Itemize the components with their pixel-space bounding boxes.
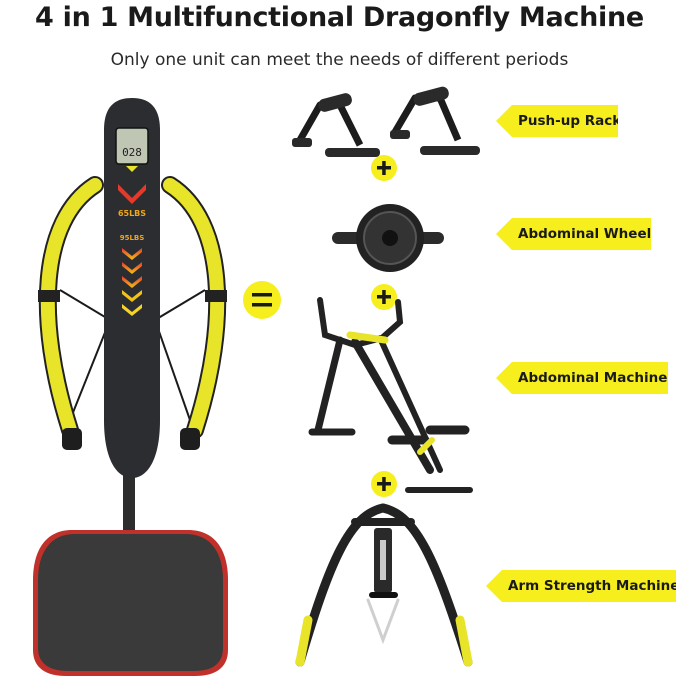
brand-chevron-icon xyxy=(118,184,146,204)
equals-icon xyxy=(243,281,281,319)
plus-icon xyxy=(371,155,397,181)
arm-strength-machine-label: Arm Strength Machine xyxy=(486,570,676,602)
abdominal-machine-image xyxy=(308,297,473,493)
right-foam-arm xyxy=(161,176,227,450)
pushup-rack-right xyxy=(390,86,480,155)
abdominal-machine-label: Abdominal Machine xyxy=(496,362,668,394)
weight-marking-95: 95LBS xyxy=(120,234,145,242)
pushup-rack-left xyxy=(292,93,380,157)
device-stem xyxy=(123,470,135,530)
pushup-rack-label: Push-up Rack xyxy=(496,105,618,137)
plus-icon xyxy=(371,471,397,497)
abdominal-wheel-image xyxy=(332,204,444,272)
lcd-display: 028 xyxy=(115,127,149,172)
base-pad xyxy=(33,530,228,676)
arm-strength-machine-image xyxy=(295,503,473,667)
page-subtitle: Only one unit can meet the needs of diff… xyxy=(110,50,569,70)
dragonfly-machine: 028 65LBS 95LBS xyxy=(33,98,228,676)
abdominal-wheel-label: Abdominal Wheel xyxy=(496,218,651,250)
weight-marking-65: 65LBS xyxy=(118,209,146,218)
page-title: 4 in 1 Multifunctional Dragonfly Machine xyxy=(35,2,644,33)
lcd-digits: 028 xyxy=(122,146,142,159)
left-foam-arm xyxy=(38,176,104,450)
pushup-racks-image xyxy=(292,86,480,157)
plus-icon xyxy=(371,284,397,310)
resistance-arrows xyxy=(122,248,142,316)
lcd-button-icon xyxy=(126,166,138,172)
